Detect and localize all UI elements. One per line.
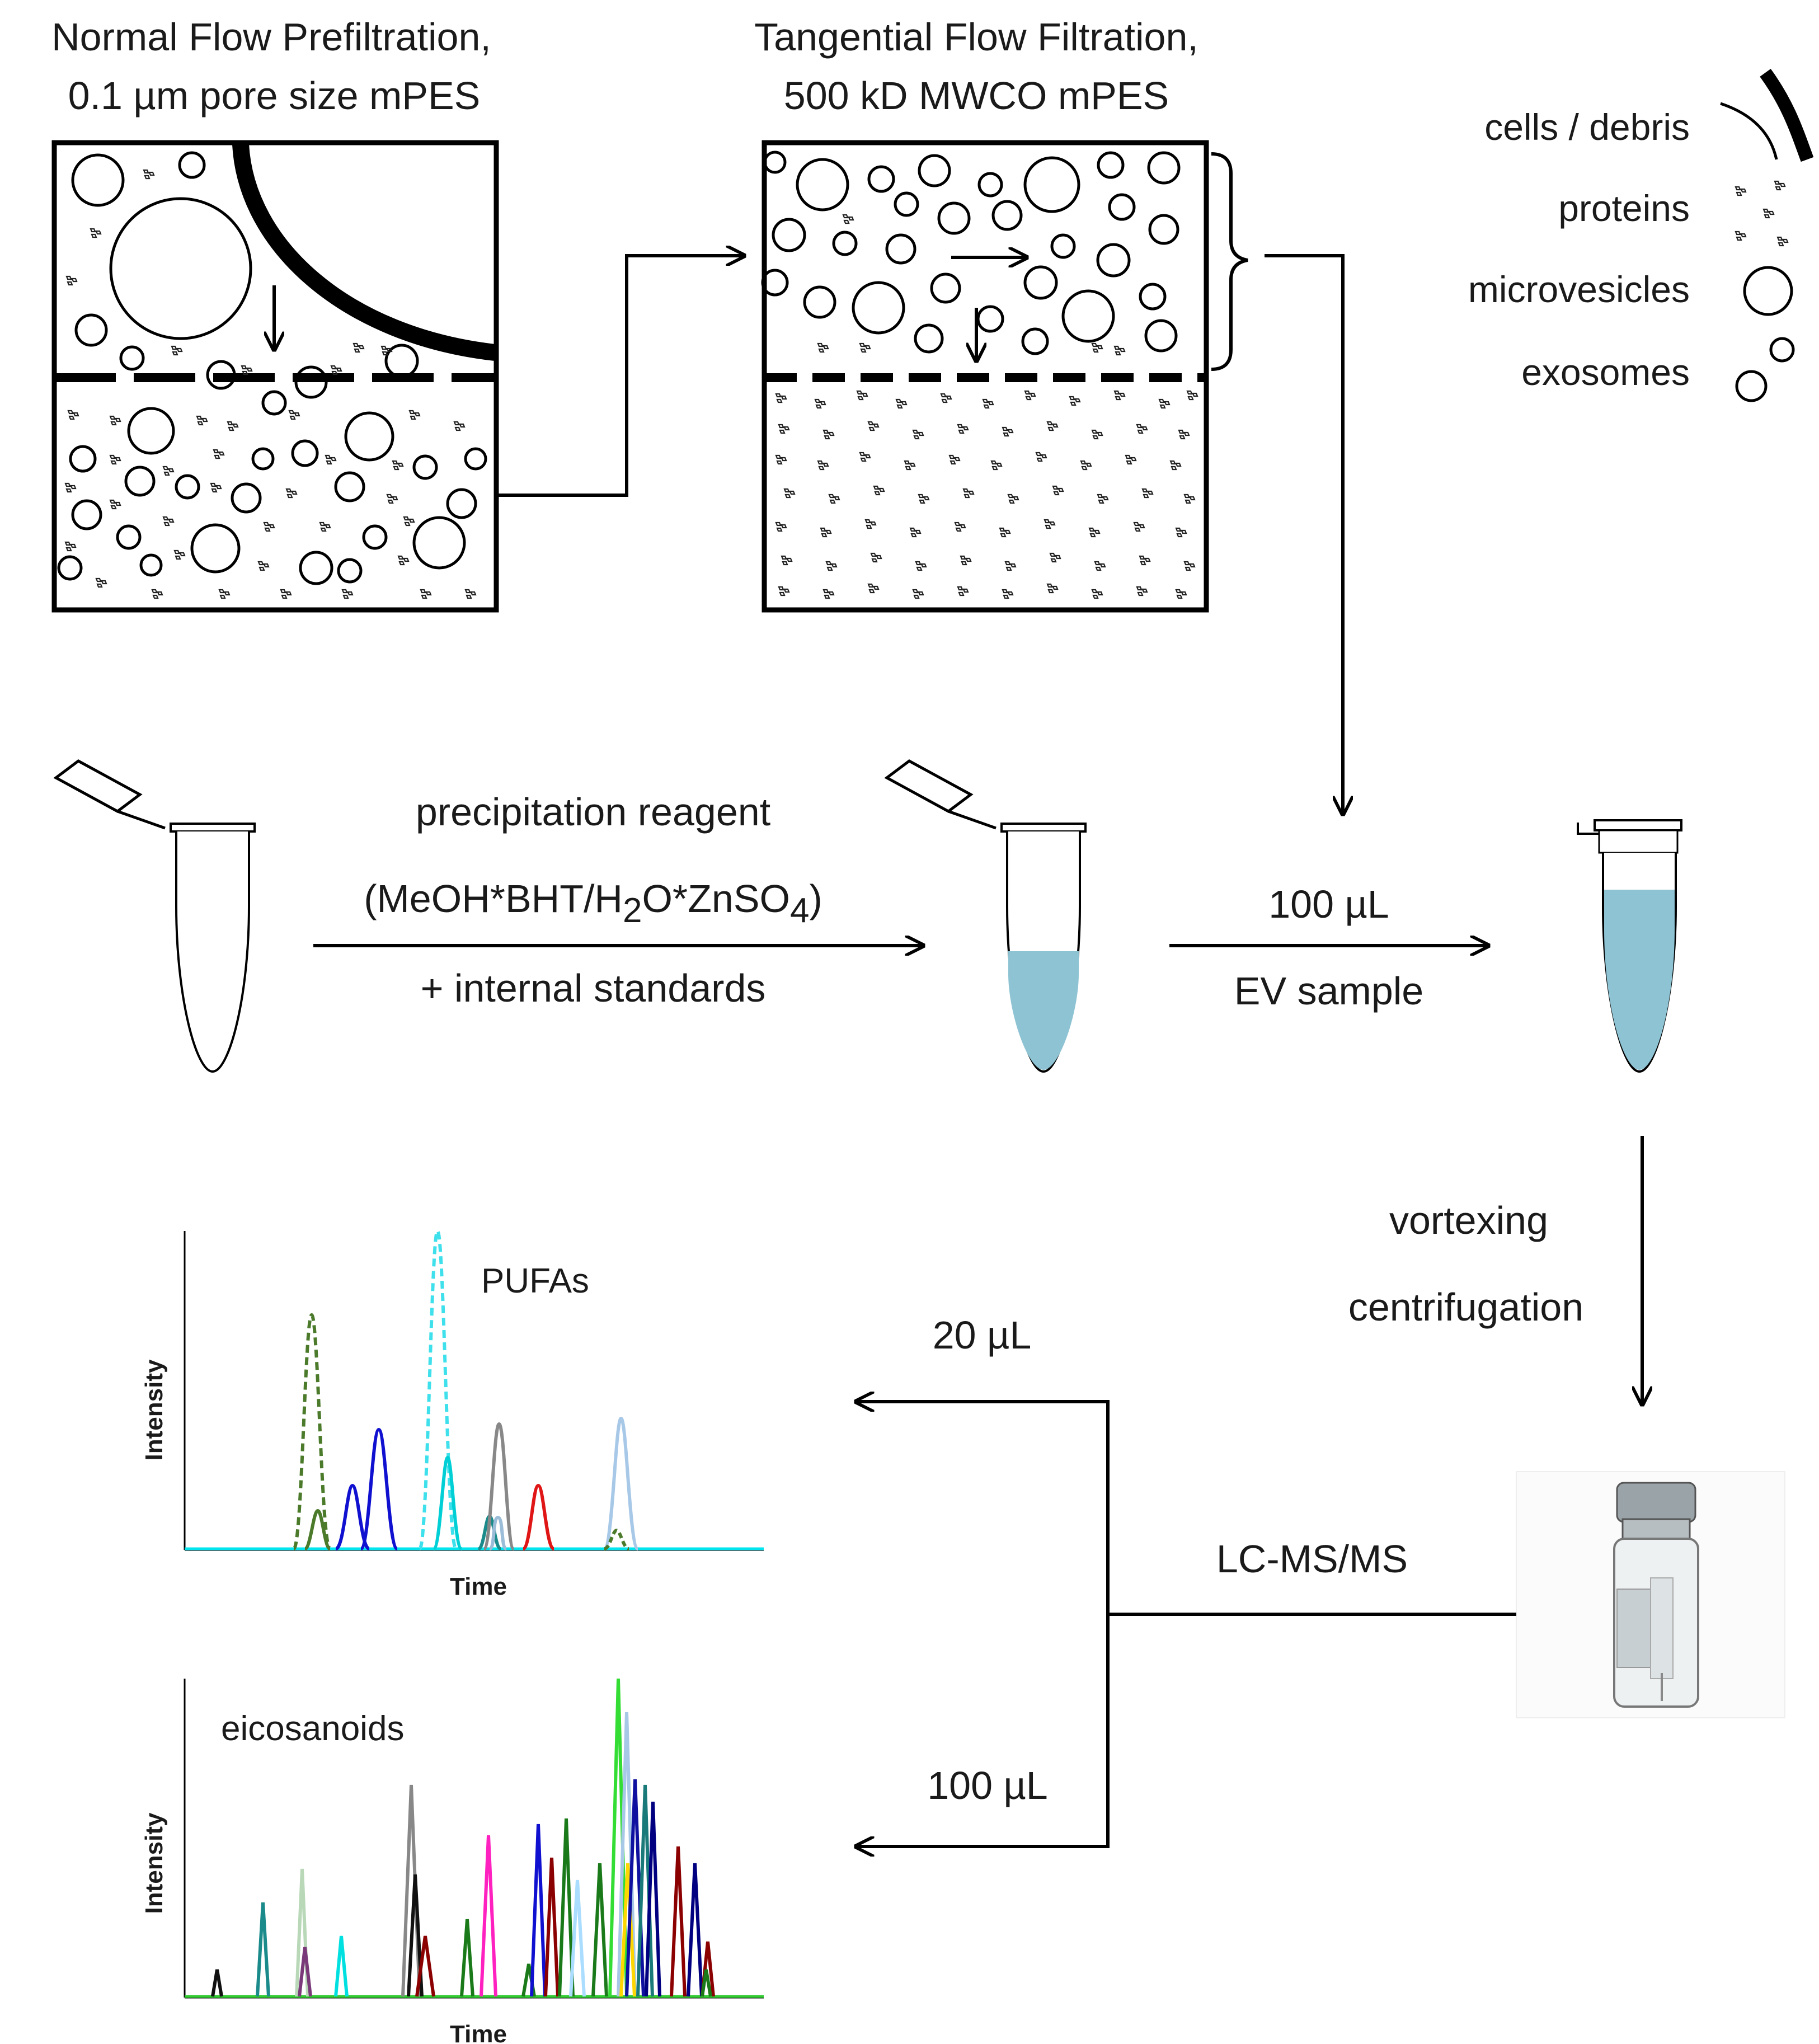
reagent-line2: (MeOH*BHT/H2O*ZnSO4) [364, 877, 822, 930]
pufa-xlabel: Time [450, 1573, 507, 1600]
exosome-icon [1735, 337, 1795, 402]
reagent-line1: precipitation reagent [416, 790, 770, 834]
retentate-arrow [1265, 254, 1343, 814]
ev-label: EV sample [1234, 969, 1423, 1013]
protein-icon [1735, 180, 1789, 247]
legend: cells / debris proteins microvesicles ex… [1468, 68, 1814, 402]
cell-debris-icon [1720, 68, 1814, 162]
pufa-ylabel: Intensity [140, 1359, 168, 1460]
tube-sample [1577, 819, 1682, 1073]
eico-title: eicosanoids [221, 1709, 404, 1748]
eico-xlabel: Time [450, 2020, 507, 2044]
tff-title-line2: 500 kD MWCO mPES [784, 74, 1169, 118]
pufa-title: PUFAs [481, 1262, 589, 1300]
eico-volume: 100 µL [927, 1764, 1048, 1807]
eico-arrow [856, 1614, 1110, 1846]
legend-label-exosomes: exosomes [1521, 351, 1690, 393]
tff-filter-box [761, 140, 1209, 613]
tff-title-line1: Tangential Flow Filtration, [754, 15, 1198, 59]
nfp-title-line1: Normal Flow Prefiltration, [51, 15, 491, 59]
tube-reagent [884, 759, 1087, 1073]
ev-volume: 100 µL [1268, 882, 1389, 926]
microvesicle [109, 197, 252, 340]
nfp-filter-box [51, 140, 499, 613]
tube-empty [53, 759, 256, 1073]
legend-label-cells: cells / debris [1484, 106, 1690, 148]
lcms-label: LC-MS/MS [1216, 1537, 1408, 1581]
retentate-brace [1211, 152, 1248, 371]
nfp-to-tff-arrow [498, 256, 744, 497]
microvesicle-icon [1743, 266, 1793, 316]
eico-ylabel: Intensity [140, 1812, 168, 1914]
nfp-title-line2: 0.1 µm pore size mPES [68, 74, 481, 118]
vortex-label: vortexing [1389, 1199, 1548, 1242]
pufa-volume: 20 µL [933, 1313, 1032, 1357]
legend-label-proteins: proteins [1558, 187, 1690, 229]
centrifuge-label: centrifugation [1348, 1285, 1583, 1329]
lcms-vial [1516, 1471, 1785, 1718]
cell-debris-arc [232, 144, 496, 361]
reagent-line3: + internal standards [421, 966, 766, 1010]
eico-chromatogram: eicosanoids Time Intensity [140, 1678, 764, 2044]
legend-label-microvesicles: microvesicles [1468, 269, 1690, 310]
pufa-chromatogram: PUFAs Time Intensity [140, 1229, 764, 1600]
